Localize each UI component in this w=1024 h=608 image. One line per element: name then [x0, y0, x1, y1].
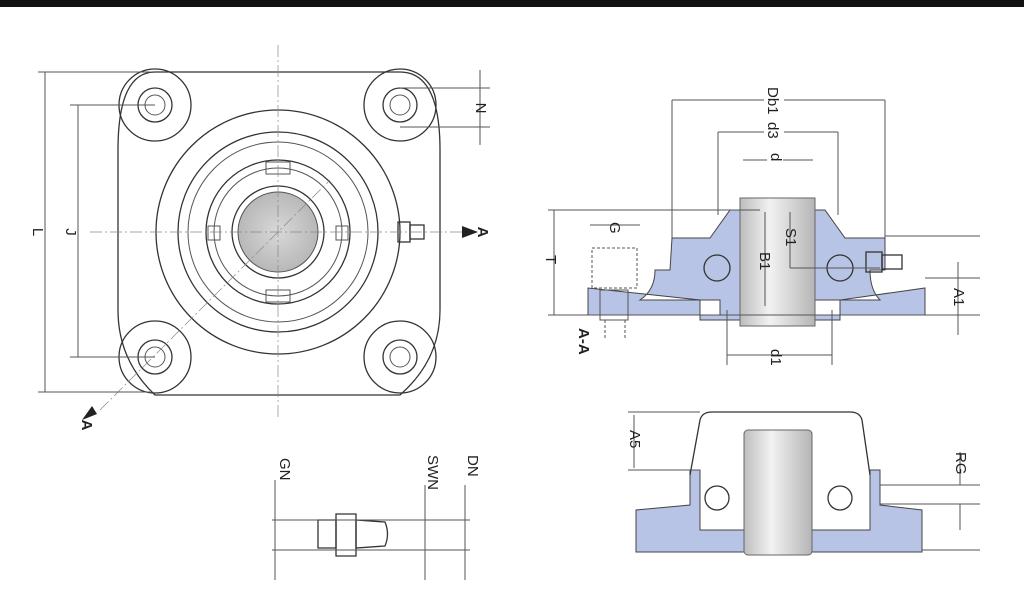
label-L: L: [29, 228, 46, 236]
label-g: G: [606, 222, 623, 234]
section-title: A-A: [575, 328, 592, 355]
label-d: d: [767, 153, 784, 161]
label-db1: Db1: [764, 87, 781, 115]
label-gn: GN: [276, 458, 293, 481]
section-mark-a-left: A: [78, 420, 95, 431]
housing-right: [799, 209, 926, 321]
end-cover: [689, 411, 871, 476]
label-d1: d1: [767, 349, 784, 366]
label-N: N: [472, 103, 489, 114]
bolt-holes: [137, 87, 418, 375]
label-s1: S1: [782, 228, 799, 246]
top-bar: [0, 0, 1024, 7]
flange-outline: [117, 71, 441, 396]
label-t: T: [542, 255, 559, 264]
label-a5: A5: [626, 430, 643, 448]
section-mark-a-right: A: [474, 227, 491, 238]
shaft: [739, 197, 816, 327]
label-dn: DN: [464, 455, 481, 477]
label-d3: d3: [764, 122, 781, 139]
label-J: J: [62, 228, 79, 236]
grease-nipple-detail: GN SWN DN: [272, 455, 481, 580]
section-view: Db1 d3 d G T S1 B1 A1 d1 A-A: [542, 86, 980, 366]
cover-view: A5 RG: [626, 411, 980, 556]
label-swn: SWN: [424, 455, 441, 490]
front-view: L J N A A: [29, 45, 491, 431]
label-a1: A1: [950, 288, 967, 306]
label-rg: RG: [952, 452, 969, 475]
label-b1: B1: [756, 252, 773, 270]
